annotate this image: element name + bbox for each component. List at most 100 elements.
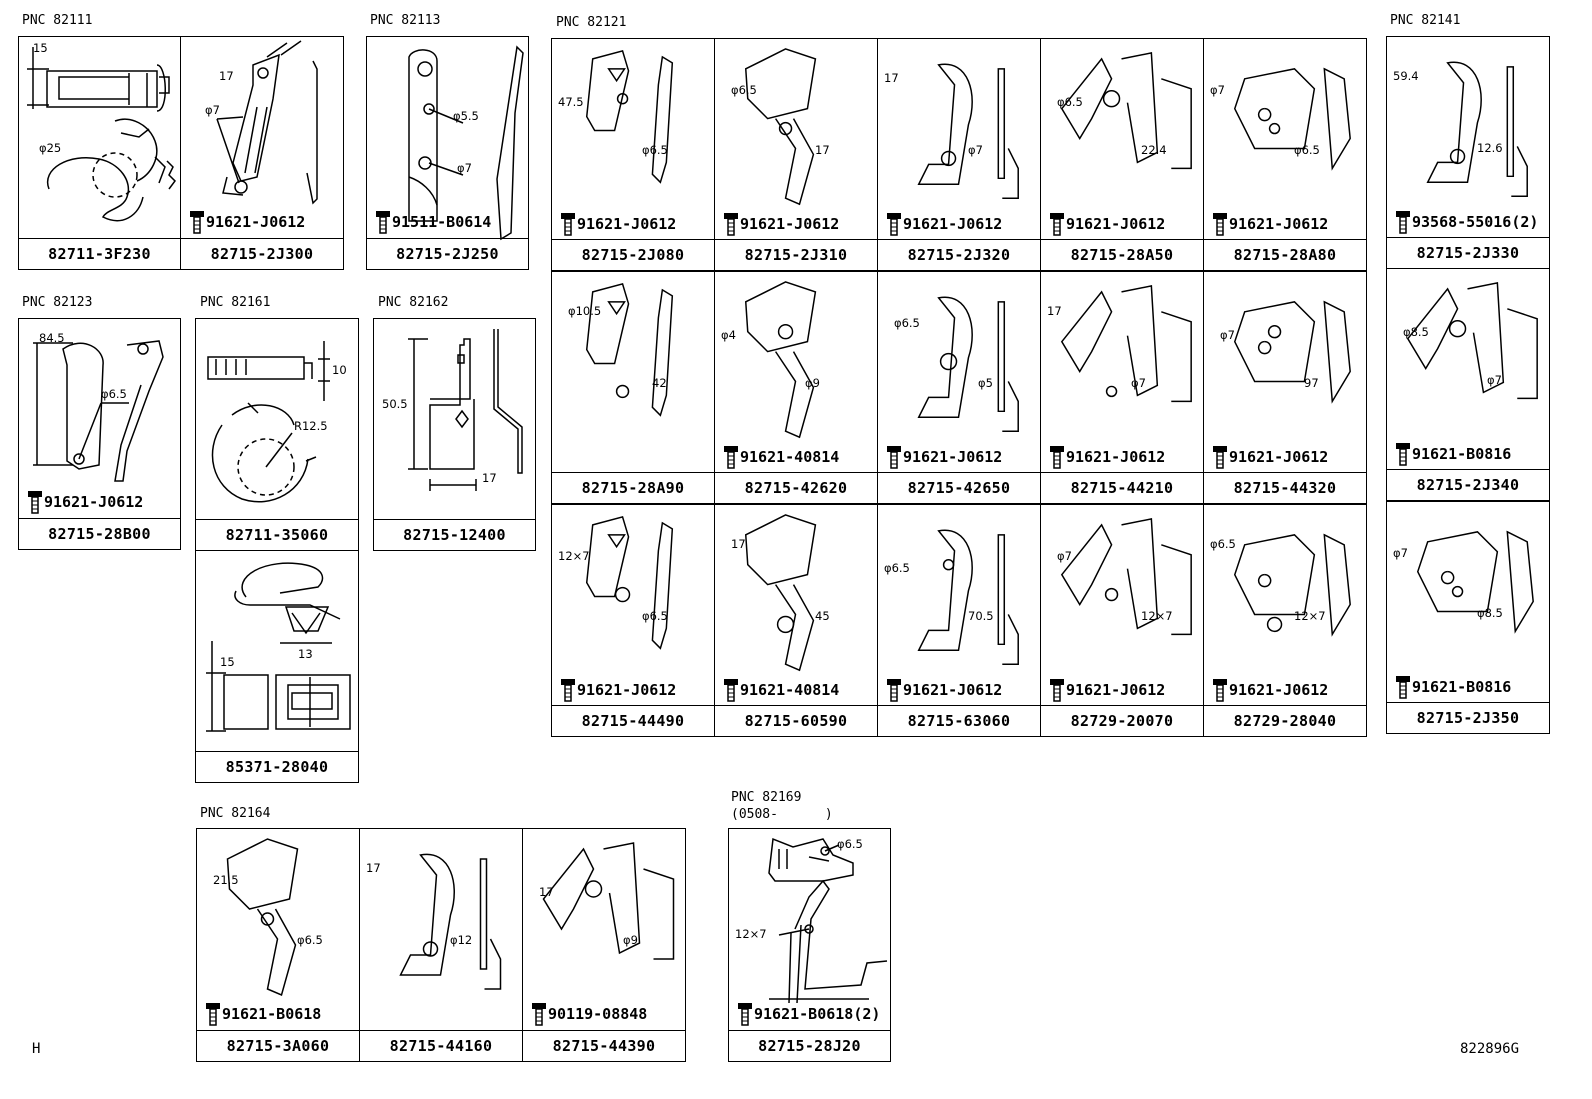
bolt-callout: 90119-08848 xyxy=(531,1001,647,1027)
dim-label: 84.5 xyxy=(39,331,65,345)
part-number: 82715-44160 xyxy=(360,1030,522,1061)
part-number: 82715-44210 xyxy=(1041,472,1203,503)
bolt-icon xyxy=(1213,679,1227,702)
bolt-icon xyxy=(887,679,901,702)
bolt-part-number: 91621-J0612 xyxy=(577,681,677,699)
part-drawing xyxy=(744,514,817,672)
bolt-part-number: 91621-40814 xyxy=(740,681,840,699)
part-cell-82715-2J300[interactable]: 17 φ7 91621-J0612 82715-2J300 xyxy=(180,36,344,270)
part-drawing xyxy=(1233,67,1351,171)
bolt-part-number: 91621-J0612 xyxy=(1066,448,1166,466)
part-number: 82715-44390 xyxy=(523,1030,685,1061)
bolt-icon xyxy=(1396,211,1410,234)
bolt-icon xyxy=(561,213,575,236)
dim-label: 12×7 xyxy=(1141,609,1173,623)
dim-label: φ9 xyxy=(623,933,638,947)
part-drawing xyxy=(1406,282,1538,400)
dim-label: φ6.5 xyxy=(837,837,863,851)
dim-label: φ7 xyxy=(1220,328,1235,342)
part-drawing xyxy=(1426,61,1528,197)
footer-left-mark: H xyxy=(32,1041,41,1057)
bolt-part-number: 90119-08848 xyxy=(548,1005,648,1023)
bolt-callout: 91621-40814 xyxy=(723,677,839,703)
bolt-callout: 91511-B0614 xyxy=(375,209,491,235)
part-drawing xyxy=(744,281,817,439)
dim-label: φ6.5 xyxy=(642,609,668,623)
dim-label: φ9 xyxy=(805,376,820,390)
part-number: 82715-60590 xyxy=(715,705,877,736)
part-cell-82711-3F230[interactable]: 15 φ25 82711-3F230 xyxy=(18,36,181,270)
bolt-callout: 91621-J0612 xyxy=(886,211,1002,237)
dim-label: 42 xyxy=(652,376,667,390)
bolt-icon xyxy=(1213,446,1227,469)
bolt-part-number: 91621-J0612 xyxy=(44,493,144,511)
dim-label: φ6.5 xyxy=(101,387,127,401)
part-drawing xyxy=(1060,285,1192,403)
pnc-label-82121: PNC 82121 xyxy=(556,15,627,30)
part-cell-82711-35060[interactable]: 10 R12.5 82711-35060 xyxy=(195,318,359,551)
dim-label: φ7 xyxy=(1487,373,1502,387)
bolt-part-number: 91621-J0612 xyxy=(903,215,1003,233)
bolt-icon xyxy=(887,446,901,469)
bolt-part-number: 91621-J0612 xyxy=(903,681,1003,699)
bolt-part-number: 91621-J0612 xyxy=(903,448,1003,466)
dim-label: φ6.5 xyxy=(1210,537,1236,551)
dim-label: 12×7 xyxy=(558,549,590,563)
bolt-icon xyxy=(532,1003,546,1026)
part-cell-82715-28B00[interactable]: 84.5 φ6.5 91621-J0612 82715-28B00 xyxy=(18,318,181,550)
part-cell-85371-28040[interactable]: 13 15 85371-28040 xyxy=(195,550,359,783)
bolt-part-number: 91621-B0816 xyxy=(1412,445,1512,463)
part-drawing xyxy=(226,838,299,997)
dim-label: φ6.5 xyxy=(297,933,323,947)
part-cell-82715-12400[interactable]: 50.5 17 82715-12400 xyxy=(373,318,536,551)
bolt-icon xyxy=(376,211,390,234)
part-cell-82715-2J250[interactable]: φ5.5 φ7 91511-B0614 82715-2J250 xyxy=(366,36,529,270)
part-number: 82715-63060 xyxy=(878,705,1040,736)
part-number: 82715-28A80 xyxy=(1204,239,1366,270)
bolt-callout: 91621-J0612 xyxy=(886,444,1002,470)
part-drawing xyxy=(1233,533,1351,637)
bolt-icon xyxy=(1396,676,1410,699)
part-number: 82711-35060 xyxy=(196,519,358,550)
part-number: 85371-28040 xyxy=(196,751,358,782)
part-drawing xyxy=(585,50,674,184)
dim-label: φ4 xyxy=(721,328,736,342)
dim-label: 15 xyxy=(33,41,48,55)
pnc-label-82111: PNC 82111 xyxy=(22,13,93,28)
dim-label: 17 xyxy=(815,143,830,157)
bolt-callout: 91621-40814 xyxy=(723,444,839,470)
dim-label: 45 xyxy=(815,609,830,623)
bolt-callout: 91621-J0612 xyxy=(560,677,676,703)
part-number: 82715-2J320 xyxy=(878,239,1040,270)
dim-label: φ25 xyxy=(39,141,62,155)
dim-label: φ7 xyxy=(457,161,472,175)
part-cell-82715-28J20[interactable]: φ6.5 12×7 91621-B0618(2) 82715-28J20 xyxy=(728,828,891,1062)
part-number: 82715-2J250 xyxy=(367,238,528,269)
dim-label: φ7 xyxy=(205,103,220,117)
part-drawing xyxy=(1416,530,1534,634)
dim-label: 12×7 xyxy=(735,927,767,941)
bolt-part-number: 91621-J0612 xyxy=(1229,448,1329,466)
